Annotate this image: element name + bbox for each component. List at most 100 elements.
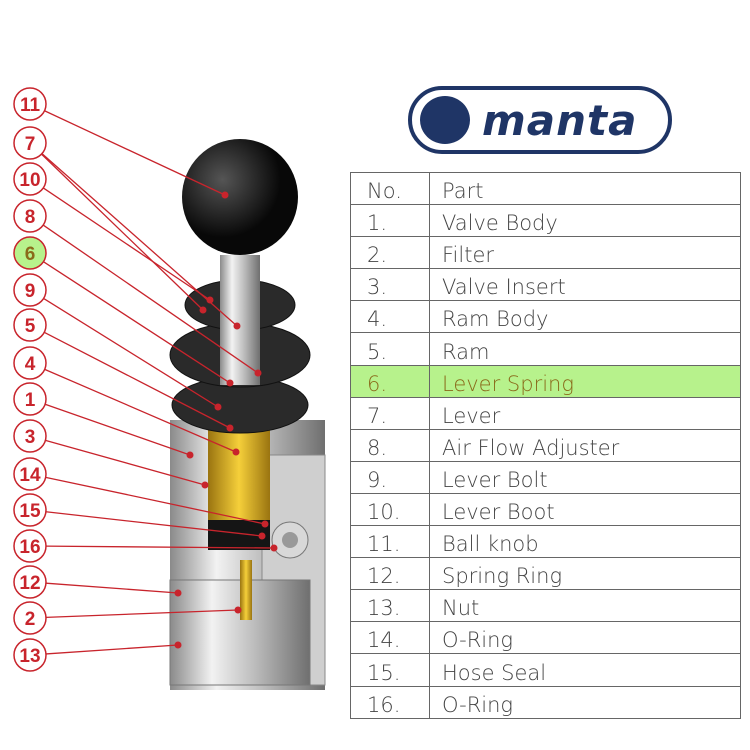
leader-dot [226,379,234,387]
leader-dot [270,544,278,552]
leader-line [44,110,226,196]
leader-line [45,476,266,525]
part-name: Valve Insert [429,268,741,302]
leader-dot [254,369,262,377]
leader-dot [174,641,182,649]
leader-dot [174,589,182,597]
table-row: 16.O-Ring [350,685,741,719]
table-row: 6.Lever Spring [350,364,741,398]
callout-circle [13,346,47,380]
leader-dot [201,481,209,489]
callout-circle [13,638,47,672]
part-name: Ball knob [429,525,741,559]
callout-2: 2 [25,609,36,630]
table-row: 10.Lever Boot [350,492,741,527]
part-name: Ram [429,332,741,366]
leader-line [41,153,204,311]
leader-line [45,545,275,549]
part-name: O-Ring [429,685,741,719]
leader-line [42,187,211,301]
table-row: 3.Valve Insert [350,268,741,302]
table-row: 2.Filter [350,236,741,270]
part-number: 1. [350,204,430,238]
logo-text: manta [482,95,638,145]
leader-line [43,297,219,408]
part-name: Nut [429,589,741,623]
part-number: 7. [350,396,430,430]
leader-dot [261,520,269,528]
leader-dot [199,306,207,314]
part-name: Lever Spring [429,364,741,398]
part-number: 5. [350,332,430,366]
part-name: Lever [429,396,741,430]
manta-ray-icon [420,96,470,144]
part-number: 13. [350,589,430,623]
part-number: 10. [350,492,430,527]
part-number: 6. [350,364,430,398]
callout-9: 9 [25,281,36,302]
ball-knob [182,139,298,255]
leader-line [44,368,237,453]
table-row: 5.Ram [350,332,741,366]
callout-circle [13,162,47,196]
callout-circle [13,457,47,491]
leader-dot [206,296,214,304]
table-row: 1.Valve Body [350,204,741,238]
part-number: 8. [350,428,430,462]
leader-line [41,153,238,327]
part-name: Air Flow Adjuster [429,428,741,462]
leader-dot [258,532,266,540]
callout-circle [13,419,47,453]
spring [208,420,270,550]
part-number: 15. [350,653,430,687]
callout-circle [13,382,47,416]
leader-dot [221,191,229,199]
part-number: 4. [350,300,430,334]
table-row: 4.Ram Body [350,300,741,334]
part-number: 3. [350,268,430,302]
leader-line [43,331,231,429]
part-number: 2. [350,236,430,270]
callout-14: 14 [19,465,41,486]
leader-line [44,403,191,456]
leader-line [45,582,179,594]
table-row: 8.Air Flow Adjuster [350,428,741,462]
callout-12: 12 [19,573,40,594]
part-number: 16. [350,685,430,719]
part-name: Spring Ring [429,557,741,591]
callout-8: 8 [25,207,36,228]
leader-line [42,224,259,374]
leader-dot [233,322,241,330]
table-row: 7.Lever [350,396,741,430]
callout-1: 1 [25,390,36,411]
callout-circle [13,87,47,121]
callout-circle [13,126,47,160]
table-row: 15.Hose Seal [350,653,741,687]
callout-circle [13,565,47,599]
callout-circle [13,236,47,270]
part-name: Filter [429,236,741,270]
callout-circle [13,199,47,233]
table-row: 11.Ball knob [350,525,741,559]
callout-circle [13,529,47,563]
table-row: 14.O-Ring [350,621,741,655]
part-number: 11. [350,525,430,559]
leader-dot [234,606,242,614]
callout-16: 16 [19,537,40,558]
leader-line [45,609,239,619]
leader-line [45,439,206,486]
table-row: 9.Lever Bolt [350,460,741,494]
part-number: 14. [350,621,430,655]
callout-6: 6 [25,244,36,265]
leader-dot [214,403,222,411]
part-name: Ram Body [429,300,741,334]
part-name: Valve Body [429,204,741,238]
part-name: Lever Bolt [429,460,741,494]
part-number: 9. [350,460,430,494]
callout-circle [13,493,47,527]
leader-line [45,644,179,655]
callout-5: 5 [25,316,36,337]
leader-dot [232,448,240,456]
header-part: Part [429,171,741,206]
